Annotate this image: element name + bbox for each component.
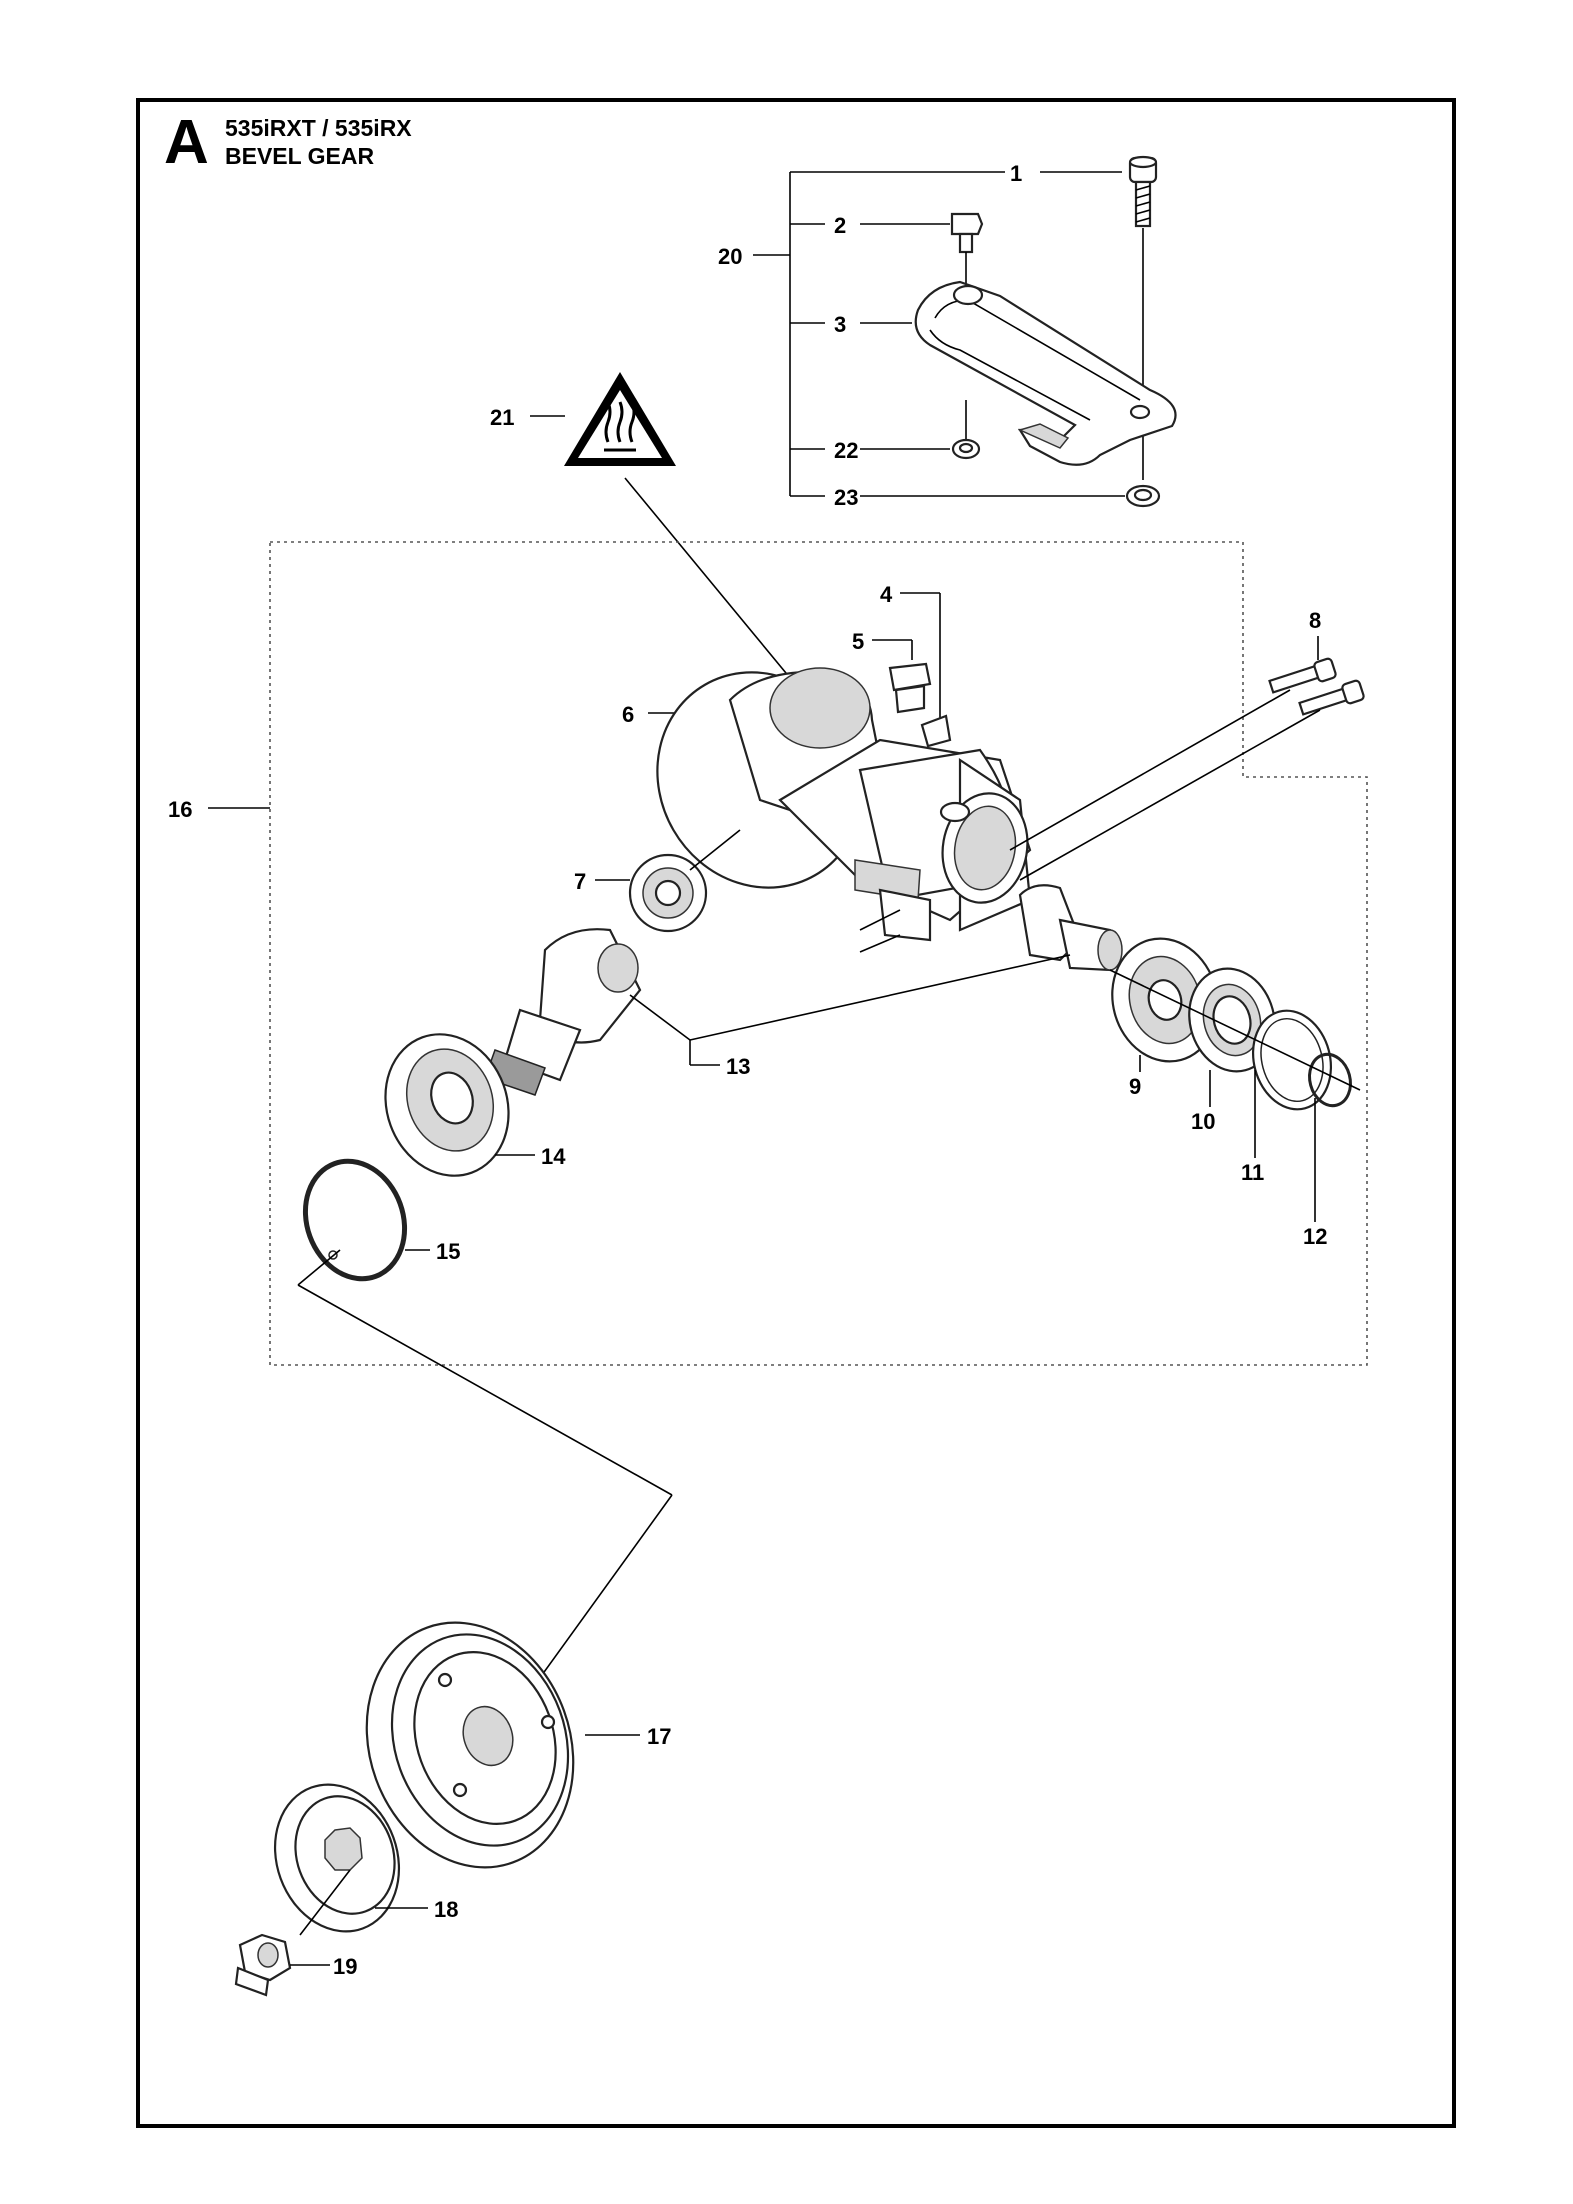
hot-surface-warning-icon: [530, 372, 801, 691]
callout-3: 3: [834, 312, 846, 337]
callout-11: 11: [1241, 1160, 1264, 1185]
part-15-circlip: [302, 1158, 430, 1282]
callout-1: 1: [1010, 161, 1022, 186]
callout-13: 13: [726, 1054, 750, 1079]
part-3-cover: [860, 280, 1177, 466]
callout-12: 12: [1303, 1224, 1327, 1249]
part-7-bearing: [595, 829, 741, 933]
part-5-plug: [872, 639, 932, 714]
callout-15: 15: [436, 1239, 460, 1264]
assembly-name: BEVEL GEAR: [225, 143, 375, 169]
callout-14: 14: [541, 1144, 566, 1169]
part-19-nut: [234, 1933, 330, 1997]
callout-labels: 1 2 3 4 5 6 7 8 9 10 11 12 13 14 15 16 1…: [168, 161, 1327, 1979]
callout-22: 22: [834, 438, 858, 463]
callout-9: 9: [1129, 1074, 1141, 1099]
kit-16-boundary: [208, 541, 1368, 1366]
callout-7: 7: [574, 869, 586, 894]
model-name: 535iRXT / 535iRX: [225, 115, 412, 141]
diagram-title: 535iRXT / 535iRX BEVEL GEAR: [225, 114, 412, 170]
callout-2: 2: [834, 213, 846, 238]
callout-18: 18: [434, 1897, 458, 1922]
part-2-screw: [860, 212, 984, 292]
callout-6: 6: [622, 702, 634, 727]
part-6-gear-housing: [648, 667, 1032, 953]
callout-10: 10: [1191, 1109, 1215, 1134]
part-13-gears: [484, 884, 1123, 1096]
section-letter: A: [164, 108, 209, 177]
part-4-pin: [900, 592, 952, 748]
part-1-screw: [1040, 155, 1158, 480]
callout-4: 4: [880, 582, 893, 607]
page-frame: [136, 98, 1456, 2128]
part-8-screws: [1009, 636, 1365, 881]
callout-17: 17: [647, 1724, 671, 1749]
callout-20: 20: [718, 244, 742, 269]
part-22-washer: [860, 400, 981, 460]
part-17-support-cup: [365, 1621, 640, 1869]
callout-5: 5: [852, 629, 864, 654]
callout-23: 23: [834, 485, 858, 510]
part-18-thrust-washer: [273, 1783, 428, 1936]
part-23-washer: [860, 484, 1161, 508]
group-20-bracket: [753, 171, 1005, 497]
part-14-bearing: [384, 1033, 535, 1177]
callout-8: 8: [1309, 608, 1321, 633]
callout-16: 16: [168, 797, 192, 822]
callout-21: 21: [490, 405, 514, 430]
callout-19: 19: [333, 1954, 357, 1979]
part-12-o-ring: [1109, 969, 1361, 1222]
